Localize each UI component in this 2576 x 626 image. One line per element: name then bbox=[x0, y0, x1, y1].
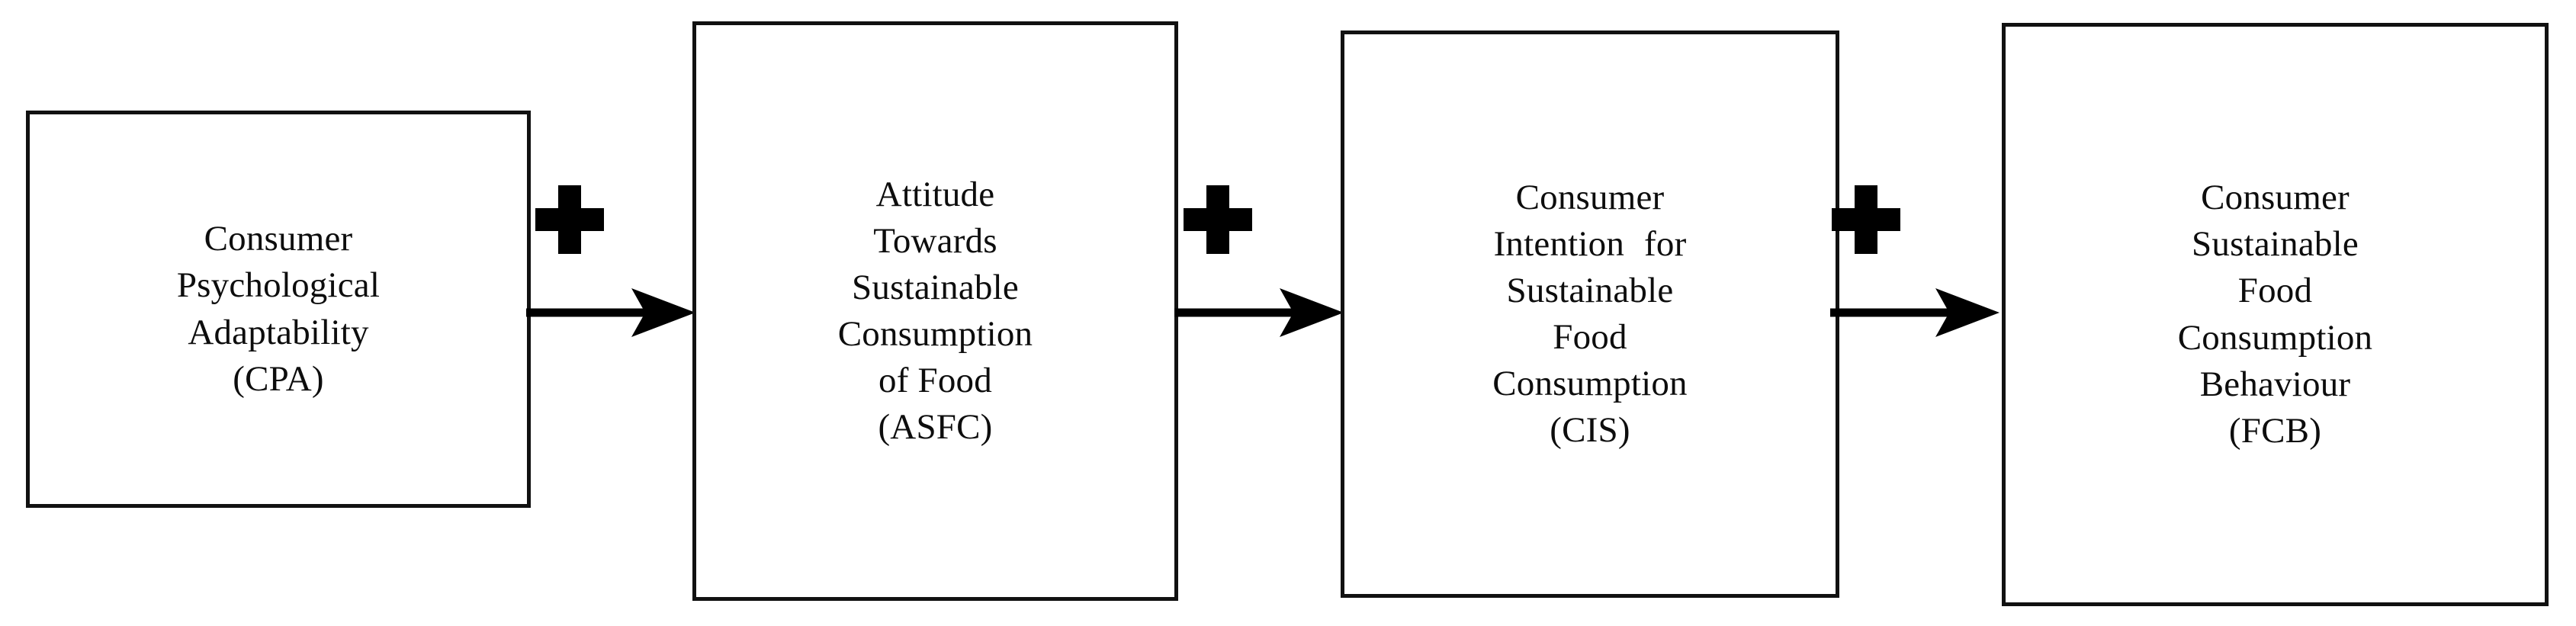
plus-sign-icon-3 bbox=[1832, 185, 1900, 254]
node-asfc-line-4: Consumption bbox=[837, 314, 1033, 354]
node-asfc-line-3: Sustainable bbox=[852, 267, 1019, 307]
plus-vertical-bar bbox=[558, 185, 581, 254]
node-cpa-line-3: Adaptability bbox=[188, 312, 369, 352]
node-box-cpa: Consumer Psychological Adaptability (CPA… bbox=[26, 111, 531, 508]
node-asfc-line-2: Towards bbox=[873, 220, 997, 261]
node-cis-line-6: (CIS) bbox=[1550, 410, 1630, 451]
node-cpa-line-4: (CPA) bbox=[233, 358, 324, 399]
right-arrow-icon-2 bbox=[1174, 282, 1350, 343]
node-box-fcb: Consumer Sustainable Food Consumption Be… bbox=[2002, 23, 2549, 606]
node-asfc-line-6: (ASFC) bbox=[878, 407, 993, 448]
node-asfc-line-5: of Food bbox=[878, 361, 992, 401]
right-arrow-icon-3 bbox=[1830, 282, 2006, 343]
plus-vertical-bar bbox=[1855, 185, 1877, 254]
node-cis-line-3: Sustainable bbox=[1506, 270, 1674, 310]
node-fcb-line-3: Food bbox=[2237, 271, 2313, 311]
node-cis-line-4: Food bbox=[1553, 317, 1627, 357]
node-box-asfc: Attitude Towards Sustainable Consumption… bbox=[692, 21, 1178, 601]
right-arrow-icon-1 bbox=[526, 282, 702, 343]
node-box-cis: Consumer Intention for Sustainable Food … bbox=[1341, 30, 1839, 598]
node-cis-line-1: Consumer bbox=[1515, 177, 1665, 217]
node-fcb-line-2: Sustainable bbox=[2192, 224, 2359, 265]
node-asfc-line-1: Attitude bbox=[875, 174, 995, 214]
node-cpa-line-2: Psychological bbox=[176, 265, 381, 306]
node-cis-line-2: Intention for bbox=[1493, 223, 1687, 264]
node-fcb-line-6: (FCB) bbox=[2228, 410, 2322, 451]
plus-sign-icon-1 bbox=[535, 185, 604, 254]
node-fcb-line-1: Consumer bbox=[2201, 178, 2350, 218]
plus-vertical-bar bbox=[1206, 185, 1229, 254]
node-fcb-line-5: Behaviour bbox=[2199, 364, 2351, 404]
plus-sign-icon-2 bbox=[1184, 185, 1252, 254]
node-cpa-line-1: Consumer bbox=[204, 219, 353, 259]
node-cis-line-5: Consumption bbox=[1492, 364, 1688, 404]
node-fcb-line-4: Consumption bbox=[2177, 317, 2373, 358]
